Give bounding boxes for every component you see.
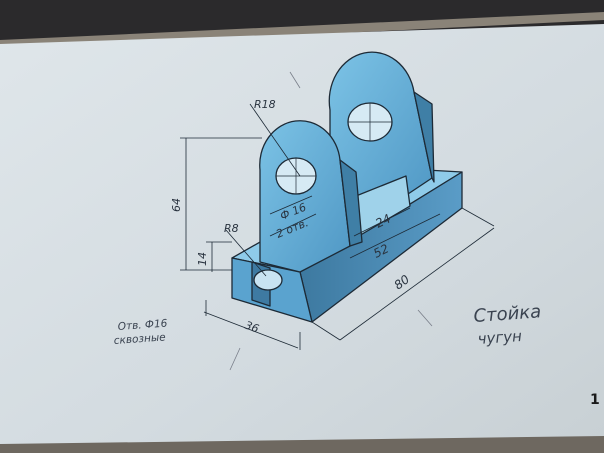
note-line2: сквозные (113, 331, 166, 347)
isometric-part (231, 51, 463, 323)
dim-r8: R8 (224, 222, 239, 235)
dimension-lines (180, 71, 495, 371)
dim-w24: 24 (373, 211, 393, 230)
base-hole (253, 269, 283, 291)
dim-h64: 64 (170, 198, 183, 212)
front-lug (259, 120, 351, 273)
note-line1: Отв. Ф16 (117, 318, 168, 333)
title-material: чугун (477, 327, 523, 348)
dim-w52: 52 (371, 241, 391, 260)
title-name: Стойка (473, 301, 542, 327)
page-number: 1 (590, 392, 600, 408)
dim-r18: R18 (254, 98, 276, 111)
dim-h14: 14 (196, 252, 209, 266)
dim-w36: 36 (243, 319, 261, 336)
front-lug-side (339, 159, 363, 247)
back-lug-side (413, 91, 435, 183)
